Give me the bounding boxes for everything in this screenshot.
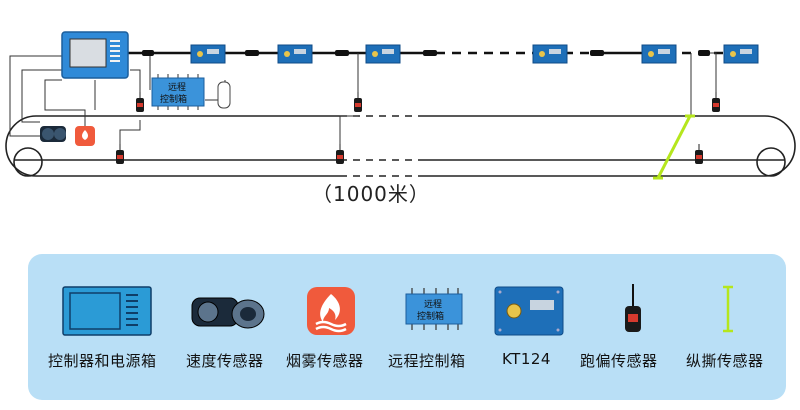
conveyor-length-label: （1000米）: [312, 182, 430, 206]
remote-box-text-line1: 远程: [168, 82, 186, 93]
smoke-sensor-icon: [307, 287, 355, 335]
legend-item-speed: 速度传感器: [186, 254, 288, 400]
legend-label-control: 控制器和电源箱: [48, 352, 157, 370]
deviation-sensor: [712, 92, 720, 112]
legend-panel: 控制器和电源箱 速度传感器 烟雾传感器 远程 控制箱: [28, 254, 786, 400]
deviation-sensor: [336, 144, 344, 164]
legend-item-control: 控制器和电源箱: [42, 254, 172, 400]
kt124-unit: [532, 44, 568, 64]
remote-box-text-line2: 控制箱: [160, 93, 187, 105]
legend-remote-icon-text-1: 远程: [424, 299, 442, 310]
legend-label-deviation: 跑偏传感器: [580, 352, 658, 370]
legend-item-remote: 远程 控制箱 远程控制箱: [388, 254, 490, 400]
longitudinal-tear-sensor: [653, 114, 695, 180]
deviation-sensor: [695, 144, 703, 164]
legend-label-tear: 纵撕传感器: [686, 352, 764, 370]
deviation-sensor: [136, 92, 144, 112]
remote-control-box-icon: 远程 控制箱: [405, 288, 463, 330]
legend-remote-icon-text-2: 控制箱: [417, 310, 444, 322]
controller-power-box: [61, 31, 129, 79]
kt124-unit: [641, 44, 677, 64]
control-power-box-icon: [62, 286, 152, 336]
smoke-sensor: [75, 126, 95, 146]
terminal-cylinder: [217, 81, 231, 109]
legend-label-kt124: KT124: [502, 350, 551, 368]
deviation-sensor-icon: [625, 284, 641, 332]
trunk-connectors: [142, 50, 710, 56]
deviation-sensor: [116, 144, 124, 164]
legend-item-deviation: 跑偏传感器: [580, 254, 680, 400]
deviation-sensors: [116, 92, 720, 164]
legend-item-kt124: KT124: [494, 254, 584, 400]
conveyor-belt: [5, 115, 796, 177]
kt124-unit: [365, 44, 401, 64]
speed-sensor-icon: [191, 297, 265, 329]
kt124-unit: [277, 44, 313, 64]
kt124-icon: [494, 286, 564, 336]
longitudinal-tear-sensor-icon: [723, 285, 733, 333]
legend-label-speed: 速度传感器: [186, 352, 264, 370]
conveyor-system-diagram: 远程 控制箱: [5, 31, 796, 180]
remote-control-box: 远程 控制箱: [151, 74, 205, 110]
deviation-sensor: [354, 92, 362, 112]
legend-label-remote: 远程控制箱: [388, 352, 466, 370]
speed-sensor: [40, 126, 66, 142]
legend-item-smoke: 烟雾传感器: [286, 254, 388, 400]
kt124-unit: [723, 44, 759, 64]
legend-item-tear: 纵撕传感器: [686, 254, 778, 400]
legend-label-smoke: 烟雾传感器: [286, 352, 364, 370]
kt124-unit: [190, 44, 226, 64]
kt124-units: [190, 44, 759, 64]
